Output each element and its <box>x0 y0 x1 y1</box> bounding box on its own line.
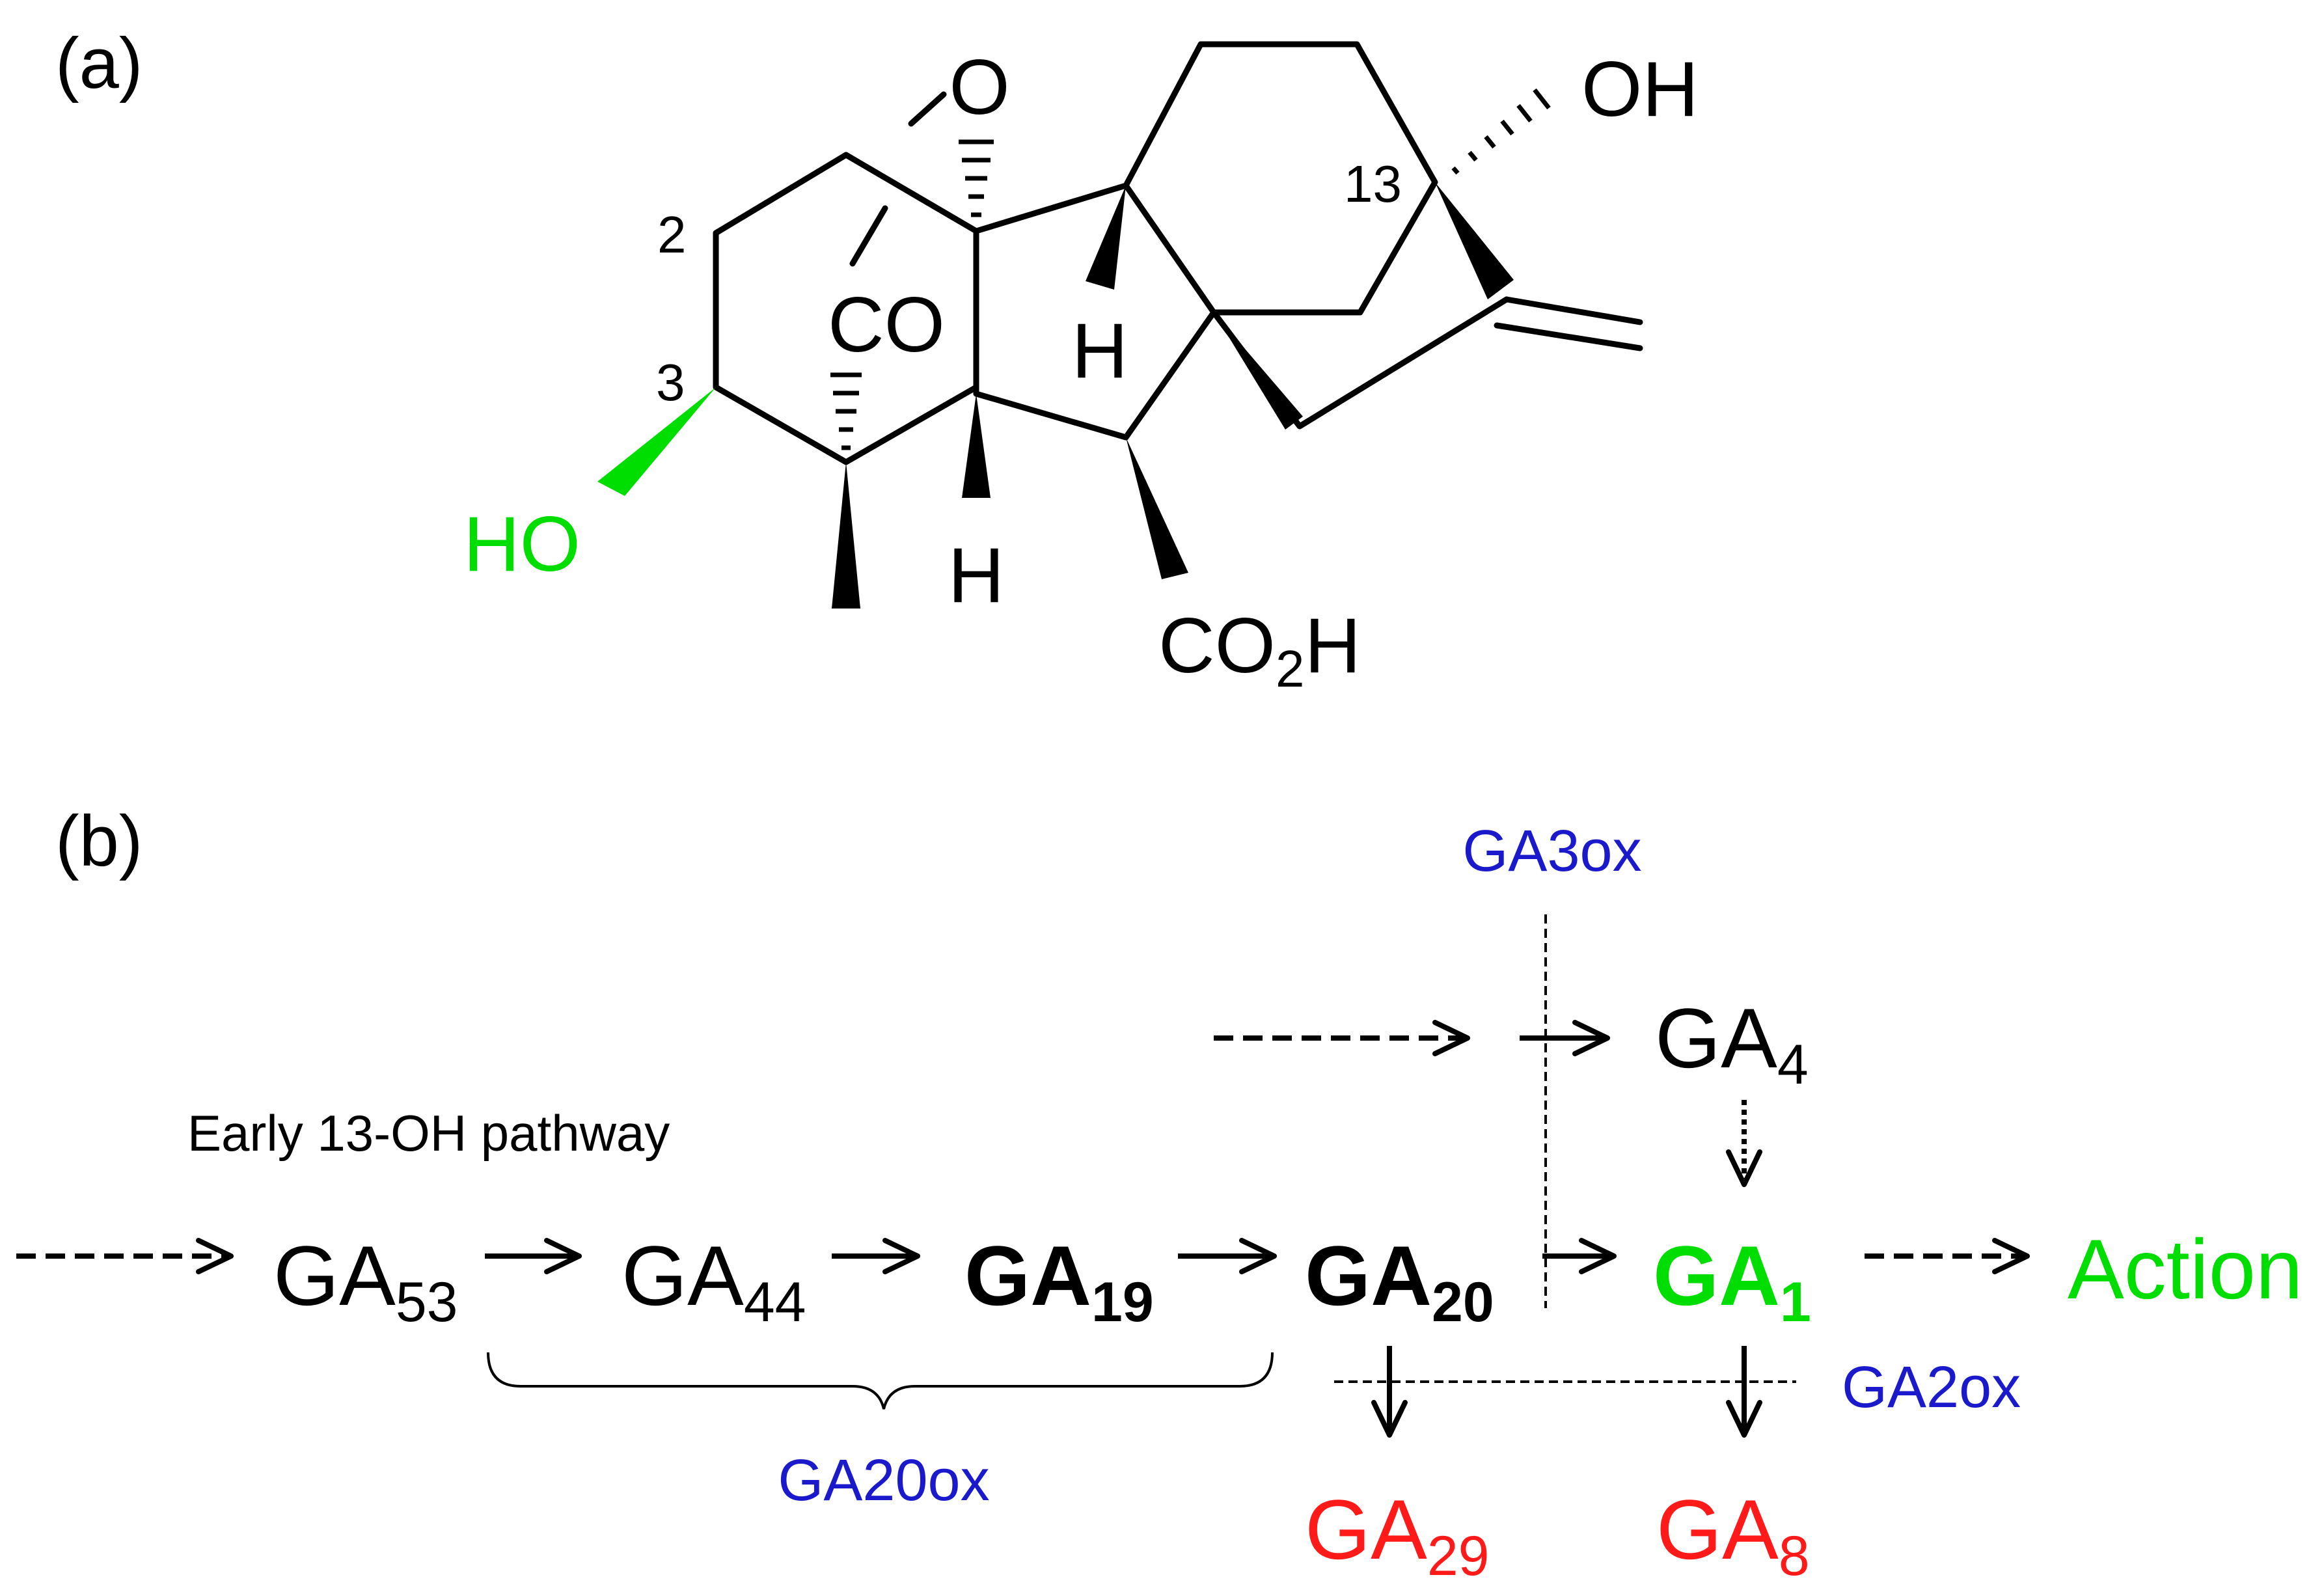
atom-ring-o: O <box>949 44 1009 131</box>
locant-3: 3 <box>656 353 685 411</box>
locant-13: 13 <box>1344 155 1402 213</box>
compound-ga29: GA29 <box>1305 1482 1490 1587</box>
bond-o-bridge <box>908 91 947 127</box>
wedge-h-low <box>962 394 991 498</box>
wedge-c8-ch2 <box>1214 312 1303 430</box>
ga20ox-bracket <box>487 1352 1274 1410</box>
ga44-subscript: 44 <box>744 1271 806 1334</box>
wedge-h-mid <box>1086 185 1126 290</box>
ga1-subscript: 1 <box>1780 1271 1811 1334</box>
hash-bond-o <box>959 139 994 217</box>
co2h-tail: H <box>1305 602 1361 689</box>
wedge-co2h <box>1126 437 1188 579</box>
ga20-subscript: 20 <box>1432 1271 1494 1334</box>
hash-bond-oh <box>1451 88 1551 175</box>
enzyme-ga3ox: GA3ox <box>1462 819 1641 884</box>
ga4-subscript: 4 <box>1777 1034 1809 1096</box>
atom-labels: O OH 13 2 3 CO H HO H CO2H <box>463 44 1699 698</box>
compound-ga4: GA4 <box>1655 991 1809 1096</box>
compound-ga53: GA53 <box>273 1228 458 1334</box>
ring-c-bonds <box>1123 41 1438 316</box>
ga53-subscript: 53 <box>396 1271 458 1334</box>
panel-a: (a) <box>55 23 1699 698</box>
atom-ho-c3: HO <box>463 500 581 588</box>
atom-co-lactone: CO <box>828 281 945 368</box>
panel-b-label: (b) <box>55 801 143 881</box>
methylene-bond-2 <box>1494 322 1643 351</box>
locant-2: 2 <box>657 206 687 264</box>
wedge-bonds <box>597 182 1514 609</box>
compound-ga20: GA20 <box>1305 1228 1494 1334</box>
gibberellin-ga1-structure <box>713 41 1643 465</box>
panel-b: (b) GA3ox Early 13-OH pathway GA20ox GA2… <box>16 801 2303 1587</box>
wedge-ho-3 <box>597 387 716 496</box>
co2h-subscript: 2 <box>1276 640 1305 698</box>
pathway-arrows <box>16 1020 2030 1438</box>
hashed-bonds <box>830 88 1551 450</box>
pathway-label: Early 13-OH pathway <box>187 1104 670 1162</box>
ga8-subscript: 8 <box>1779 1525 1810 1587</box>
compound-ga1: GA1 <box>1653 1228 1811 1334</box>
action-label: Action <box>2068 1222 2303 1317</box>
enzyme-ga20ox: GA20ox <box>778 1448 989 1513</box>
ring-d-bonds <box>1210 296 1510 430</box>
compounds: GA53 GA44 GA19 GA20 GA1 GA4 GA29 GA8 Act… <box>273 991 2303 1587</box>
methylene-bond-1 <box>1503 296 1643 325</box>
bond-c5-c4 <box>843 152 979 234</box>
panel-a-label: (a) <box>55 23 143 103</box>
compound-ga8: GA8 <box>1656 1482 1810 1587</box>
atom-oh-c13: OH <box>1581 46 1699 133</box>
bond-co-o <box>849 205 888 267</box>
atom-co2h: CO2H <box>1158 602 1361 698</box>
compound-ga44: GA44 <box>622 1228 806 1334</box>
ga19-subscript: 19 <box>1091 1271 1154 1334</box>
atom-h-c9: H <box>1072 307 1128 394</box>
enzyme-ga2ox: GA2ox <box>1842 1355 2021 1420</box>
ga29-subscript: 29 <box>1427 1525 1490 1587</box>
co2h-main: CO <box>1158 602 1276 689</box>
wedge-c13-ch <box>1435 182 1514 299</box>
hash-bond-co <box>830 372 862 450</box>
atom-h-c5: H <box>948 532 1005 619</box>
compound-ga19: GA19 <box>964 1228 1154 1334</box>
wedge-methyl <box>832 462 860 609</box>
